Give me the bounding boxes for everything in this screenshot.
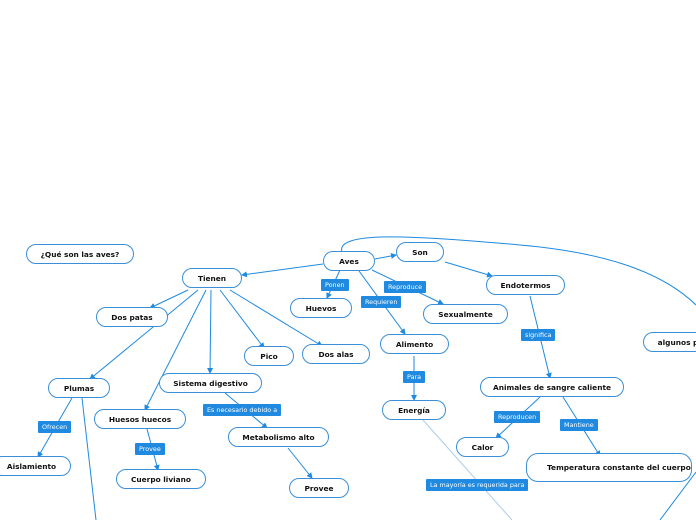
label-provee: Provee [135, 443, 165, 455]
node-cuerpo-liviano[interactable]: Cuerpo liviano [116, 469, 206, 489]
label-para: Para [403, 371, 426, 383]
node-sexualmente[interactable]: Sexualmente [423, 304, 508, 324]
label-significa: significa [521, 329, 556, 341]
label-es-necesario: Es necesario debido a [203, 404, 282, 416]
label-mayoria-requerida: La mayoría es requerida para [426, 479, 529, 491]
node-alimento[interactable]: Alimento [380, 334, 449, 354]
label-ofrecen: Ofrecen [38, 421, 72, 433]
label-ponen: Ponen [321, 279, 349, 291]
node-huesos-huecos[interactable]: Huesos huecos [94, 409, 186, 429]
node-aves[interactable]: Aves [323, 251, 375, 271]
node-temperatura-constante[interactable]: Temperatura constante del cuerpo [526, 453, 692, 482]
label-requieren: Requieren [361, 296, 402, 308]
node-son[interactable]: Son [396, 242, 444, 262]
node-que-son-las-aves[interactable]: ¿Qué son las aves? [26, 244, 134, 264]
label-reproduce: Reproduce [384, 281, 427, 293]
node-calor[interactable]: Calor [456, 437, 509, 457]
node-dos-patas[interactable]: Dos patas [96, 307, 168, 327]
node-tienen[interactable]: Tienen [182, 268, 242, 288]
label-reproducen: Reproducen [494, 411, 541, 423]
node-endotermos[interactable]: Endotermos [486, 275, 565, 295]
node-metabolismo-alto[interactable]: Metabolismo alto [228, 427, 329, 447]
node-energia[interactable]: Energía [382, 400, 446, 420]
node-sistema-digestivo[interactable]: Sistema digestivo [159, 373, 262, 393]
node-algunos[interactable]: algunos p [643, 332, 696, 352]
node-aislamiento[interactable]: Aislamiento [0, 456, 71, 476]
label-mantiene: Mantiene [560, 419, 598, 431]
node-huevos[interactable]: Huevos [290, 298, 352, 318]
node-plumas[interactable]: Plumas [48, 378, 110, 398]
node-animales-sangre-caliente[interactable]: Animales de sangre caliente [480, 377, 624, 397]
node-dos-alas[interactable]: Dos alas [302, 344, 370, 364]
node-provee[interactable]: Provee [289, 478, 349, 498]
node-pico[interactable]: Pico [244, 346, 294, 366]
